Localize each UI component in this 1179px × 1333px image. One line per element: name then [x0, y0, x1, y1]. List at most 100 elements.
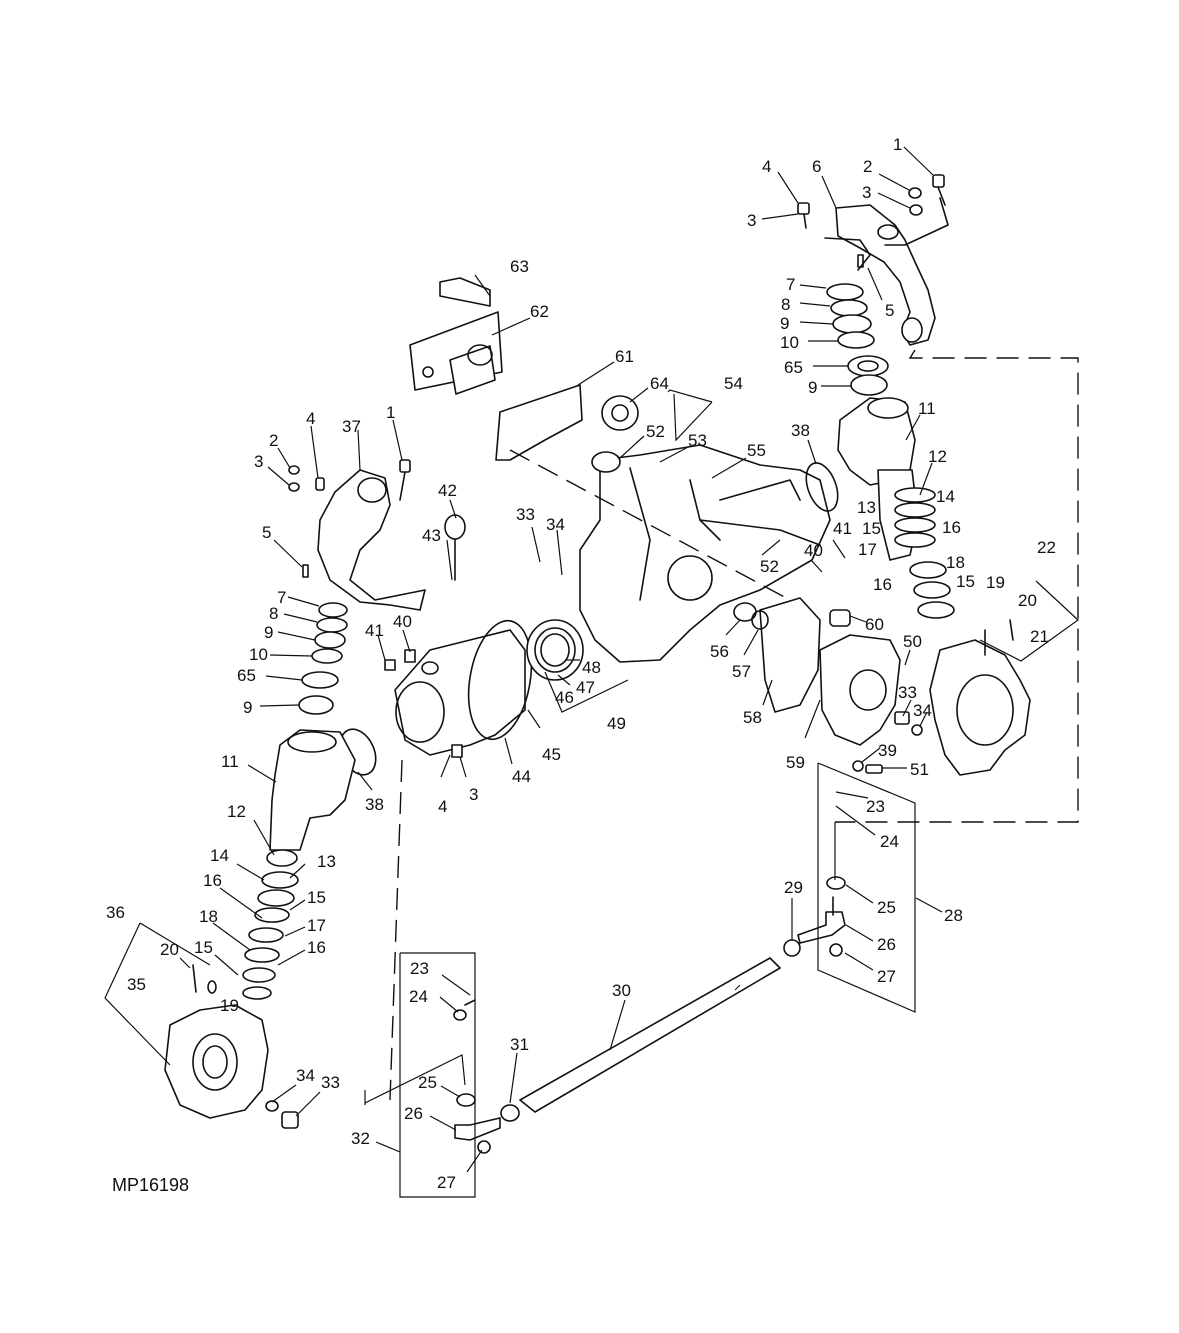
callout: 23 — [410, 959, 429, 978]
callout: 1 — [893, 135, 902, 154]
axle-main-housing — [579, 444, 831, 663]
callout: 34 — [296, 1066, 315, 1085]
callout: 22 — [1037, 538, 1056, 557]
tie-rod-assembly — [453, 876, 846, 1154]
callout: 19 — [986, 573, 1005, 592]
callout: 9 — [808, 378, 817, 397]
callout: 1 — [386, 403, 395, 422]
callout: 52 — [646, 422, 665, 441]
callout-labels: 1 2 3 4 3 6 5 7 8 9 10 65 9 11 12 13 14 … — [106, 135, 1056, 1192]
dashed-connector-left — [389, 759, 403, 1101]
callout: 33 — [321, 1073, 340, 1092]
callout: 24 — [409, 987, 428, 1006]
callout: 10 — [780, 333, 799, 352]
callout: 26 — [404, 1104, 423, 1123]
callout: 33 — [898, 683, 917, 702]
right-kingpin-housing — [837, 397, 955, 619]
callout: 16 — [203, 871, 222, 890]
callout: 37 — [342, 417, 361, 436]
dashed-connector-center — [509, 449, 791, 601]
callout: 55 — [747, 441, 766, 460]
callout: 3 — [747, 211, 756, 230]
callout: 10 — [249, 645, 268, 664]
callout: 2 — [863, 157, 872, 176]
axle-seal-gasket-right — [733, 462, 839, 713]
callout: 43 — [422, 526, 441, 545]
callout: 2 — [269, 431, 278, 450]
callout: 7 — [277, 588, 286, 607]
callout: 9 — [243, 698, 252, 717]
callout: 63 — [510, 257, 529, 276]
left-axle-housing — [384, 514, 584, 758]
callout: 6 — [812, 157, 821, 176]
dashed-connector-right — [835, 349, 1079, 823]
callout: 32 — [351, 1129, 370, 1148]
callout: 15 — [862, 519, 881, 538]
callout: 57 — [732, 662, 751, 681]
callout: 20 — [1018, 591, 1037, 610]
callout: 14 — [936, 487, 955, 506]
callout: 13 — [857, 498, 876, 517]
callout: 41 — [833, 519, 852, 538]
callout: 34 — [546, 515, 565, 534]
callout: 16 — [942, 518, 961, 537]
pinion-shaft-assembly — [409, 277, 639, 473]
group-brackets — [104, 389, 1079, 1198]
callout: 59 — [786, 753, 805, 772]
callout: 28 — [944, 906, 963, 925]
callout: 26 — [877, 935, 896, 954]
callout: 56 — [710, 642, 729, 661]
callout: 48 — [582, 658, 601, 677]
callout: 17 — [307, 916, 326, 935]
callout: 38 — [365, 795, 384, 814]
callout: 47 — [576, 678, 595, 697]
callout: 7 — [786, 275, 795, 294]
callout: 62 — [530, 302, 549, 321]
left-bearing-stack-upper — [298, 602, 348, 715]
callout: 65 — [784, 358, 803, 377]
callout: 12 — [227, 802, 246, 821]
left-kingpin-housing — [242, 729, 356, 1000]
callout: 15 — [956, 572, 975, 591]
callout: 42 — [438, 481, 457, 500]
callout: 3 — [254, 452, 263, 471]
callout: 13 — [317, 852, 336, 871]
callout: 3 — [469, 785, 478, 804]
callout: 40 — [804, 541, 823, 560]
callout: 15 — [307, 888, 326, 907]
callout: 4 — [306, 409, 315, 428]
right-final-drive-housing — [819, 609, 923, 774]
callout: 15 — [194, 938, 213, 957]
callout: 29 — [784, 878, 803, 897]
callout: 23 — [866, 797, 885, 816]
callout: 9 — [780, 314, 789, 333]
callout: 58 — [743, 708, 762, 727]
callout: 12 — [928, 447, 947, 466]
callout: 4 — [762, 157, 771, 176]
callout: 5 — [262, 523, 271, 542]
right-wheel-gearbox — [929, 619, 1031, 776]
callout: 61 — [615, 347, 634, 366]
callout: 21 — [1030, 627, 1049, 646]
callout: 34 — [913, 701, 932, 720]
callout: 27 — [877, 967, 896, 986]
callout: 5 — [885, 301, 894, 320]
callout: 24 — [880, 832, 899, 851]
callout: 25 — [418, 1073, 437, 1092]
callout: 53 — [688, 431, 707, 450]
right-bearing-stack-upper — [826, 283, 889, 396]
leader-lines — [179, 146, 943, 1173]
callout: 31 — [510, 1035, 529, 1054]
callout: 41 — [365, 621, 384, 640]
callout: 49 — [607, 714, 626, 733]
callout: 3 — [862, 183, 871, 202]
left-steering-arm — [288, 459, 426, 611]
callout: 46 — [555, 688, 574, 707]
callout: 52 — [760, 557, 779, 576]
callout: 20 — [160, 940, 179, 959]
callout: 50 — [903, 632, 922, 651]
callout: 60 — [865, 615, 884, 634]
callout: 45 — [542, 745, 561, 764]
callout: 14 — [210, 846, 229, 865]
